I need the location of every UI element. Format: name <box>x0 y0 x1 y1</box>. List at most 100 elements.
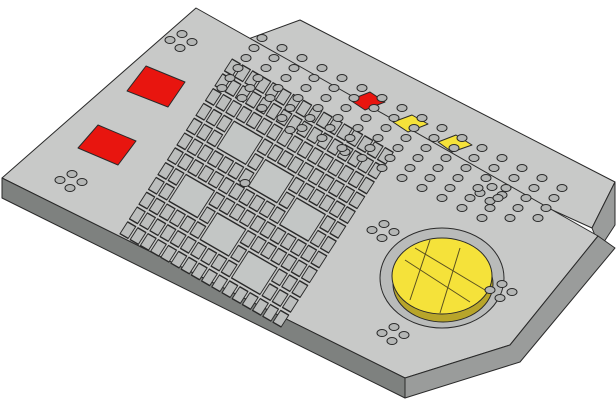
stud <box>236 94 248 102</box>
stud <box>356 154 368 162</box>
stud <box>484 204 496 212</box>
grid-tile <box>169 209 186 228</box>
grid-tile <box>228 182 245 201</box>
grid-tile <box>231 286 249 304</box>
stud <box>232 64 244 72</box>
stud <box>248 44 260 52</box>
stud <box>376 94 388 102</box>
stud <box>452 174 464 182</box>
stud <box>488 164 500 172</box>
stud <box>332 114 344 122</box>
stud <box>336 144 348 152</box>
stud <box>436 124 448 132</box>
stud <box>386 337 398 345</box>
stud <box>316 134 328 142</box>
stud <box>376 329 388 337</box>
stud <box>432 164 444 172</box>
stud <box>408 124 420 132</box>
stud <box>456 204 468 212</box>
grid-tile <box>306 147 324 165</box>
grid-tile <box>185 117 203 136</box>
stud <box>340 104 352 112</box>
grid-tile <box>221 280 239 299</box>
grid-tile <box>274 87 292 106</box>
grid-tile <box>259 221 277 239</box>
stud <box>424 174 436 182</box>
stud <box>468 154 480 162</box>
grid-tile <box>167 167 185 186</box>
grid-tile <box>272 309 290 328</box>
grid-tile <box>347 170 365 189</box>
stud <box>496 280 508 288</box>
grid-tile <box>160 244 178 263</box>
grid-tile <box>357 155 375 174</box>
stud <box>444 184 456 192</box>
grid-tile <box>148 197 166 216</box>
grid-tile <box>300 265 318 284</box>
grid-tile <box>271 268 288 287</box>
stud <box>486 183 498 191</box>
stud <box>492 194 504 202</box>
grid-tile <box>254 76 272 94</box>
stud <box>388 114 400 122</box>
grid-tile <box>255 117 273 136</box>
grid-tile <box>348 191 366 210</box>
grid-tile <box>129 227 147 245</box>
stud <box>380 124 392 132</box>
grid-tile <box>218 197 236 216</box>
stud <box>520 194 532 202</box>
grid-tile <box>230 244 248 263</box>
grid-tile <box>205 108 223 127</box>
stud <box>528 184 540 192</box>
grid-tile <box>190 262 208 281</box>
grid-tile <box>147 176 165 195</box>
stud <box>276 44 288 52</box>
stud <box>356 84 368 92</box>
grid-tile <box>176 132 194 151</box>
stud <box>428 134 440 142</box>
grid-tile <box>249 235 267 254</box>
grid-tile <box>248 194 266 213</box>
stud <box>280 74 292 82</box>
grid-tile <box>139 233 157 251</box>
stud <box>288 64 300 72</box>
grid-tile <box>266 123 283 142</box>
grid-tile <box>238 188 256 207</box>
stud <box>392 144 404 152</box>
stud <box>260 64 272 72</box>
stud <box>500 184 512 192</box>
red-tile <box>77 124 137 166</box>
stud <box>456 134 468 142</box>
grid-tile <box>170 250 188 269</box>
grid-tile <box>290 238 307 257</box>
grid-tile <box>268 206 286 225</box>
grid-tile <box>235 105 253 124</box>
stud <box>328 84 340 92</box>
grid-tile <box>287 155 305 174</box>
grid-tile <box>157 162 175 180</box>
grid-tile <box>260 241 277 260</box>
yellow-plate-back <box>437 134 473 153</box>
grid-tile <box>279 232 297 251</box>
grid-tile <box>249 215 267 233</box>
grid-tile <box>189 221 207 239</box>
stud <box>396 174 408 182</box>
grid-tile <box>281 274 299 293</box>
stud <box>224 74 236 82</box>
grid-tile <box>280 253 298 272</box>
stud <box>464 194 476 202</box>
stud <box>416 184 428 192</box>
grid-tile <box>186 138 204 157</box>
grid-tile <box>281 294 299 313</box>
stud <box>300 84 312 92</box>
large-tile <box>247 158 295 204</box>
stud <box>476 214 488 222</box>
grid-tile <box>269 226 287 245</box>
stud <box>276 114 288 122</box>
grid-tile <box>256 138 274 157</box>
stud <box>448 144 460 152</box>
grid-tile <box>158 203 176 222</box>
grid-tile <box>227 161 245 180</box>
grid-tile <box>211 274 229 293</box>
stud <box>368 104 380 112</box>
